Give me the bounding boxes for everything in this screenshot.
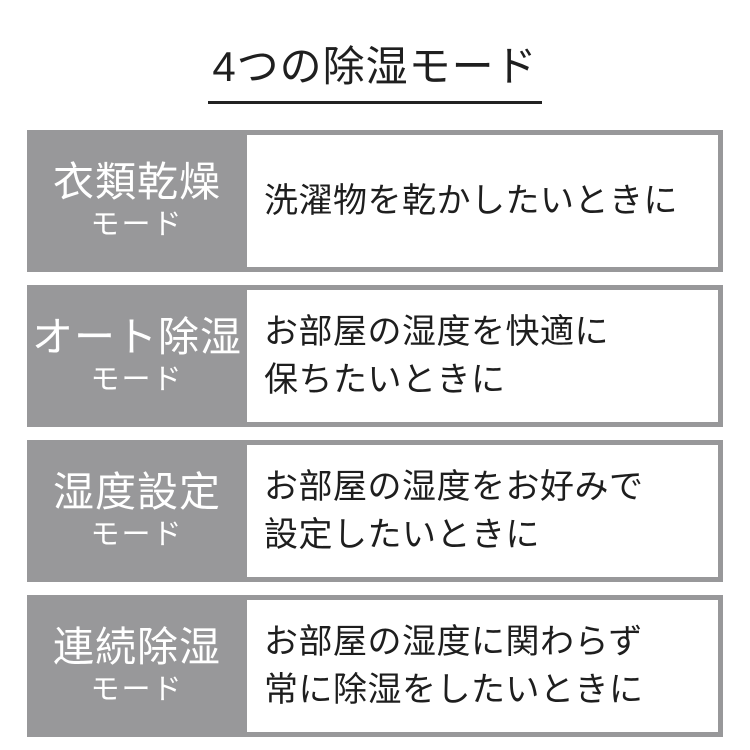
mode-row-auto-dehumidify: オート除湿 モード お部屋の湿度を快適に 保ちたいときに [27,285,723,427]
mode-label-cell: オート除湿 モード [27,285,247,427]
mode-description-cell: お部屋の湿度をお好みで 設定したいときに [247,445,718,577]
mode-description: 洗濯物を乾かしたいときに [264,181,678,220]
mode-description-cell: お部屋の湿度に関わらず 常に除湿をしたいときに [247,600,718,732]
mode-description: お部屋の湿度を快適に 保ちたいときに [264,312,609,399]
mode-name: 連続除湿 [53,623,221,670]
mode-description-cell: 洗濯物を乾かしたいときに [247,135,718,267]
mode-suffix: モード [90,208,184,241]
mode-description: お部屋の湿度に関わらず 常に除湿をしたいときに [264,622,644,709]
mode-name: 湿度設定 [53,468,221,515]
mode-suffix: モード [90,673,184,706]
mode-suffix: モード [90,363,184,396]
title-container: 4つの除湿モード [27,33,723,104]
mode-description: お部屋の湿度をお好みで 設定したいときに [264,467,644,554]
mode-label-cell: 衣類乾燥 モード [27,130,247,272]
mode-row-continuous-dehumidify: 連続除湿 モード お部屋の湿度に関わらず 常に除湿をしたいときに [27,595,723,737]
mode-label-cell: 連続除湿 モード [27,595,247,737]
mode-suffix: モード [90,518,184,551]
mode-row-humidity-setting: 湿度設定 モード お部屋の湿度をお好みで 設定したいときに [27,440,723,582]
mode-row-clothes-drying: 衣類乾燥 モード 洗濯物を乾かしたいときに [27,130,723,272]
page-title: 4つの除湿モード [208,33,542,104]
mode-description-cell: お部屋の湿度を快適に 保ちたいときに [247,290,718,422]
mode-name: 衣類乾燥 [53,158,221,205]
mode-label-cell: 湿度設定 モード [27,440,247,582]
mode-name: オート除湿 [32,313,242,360]
